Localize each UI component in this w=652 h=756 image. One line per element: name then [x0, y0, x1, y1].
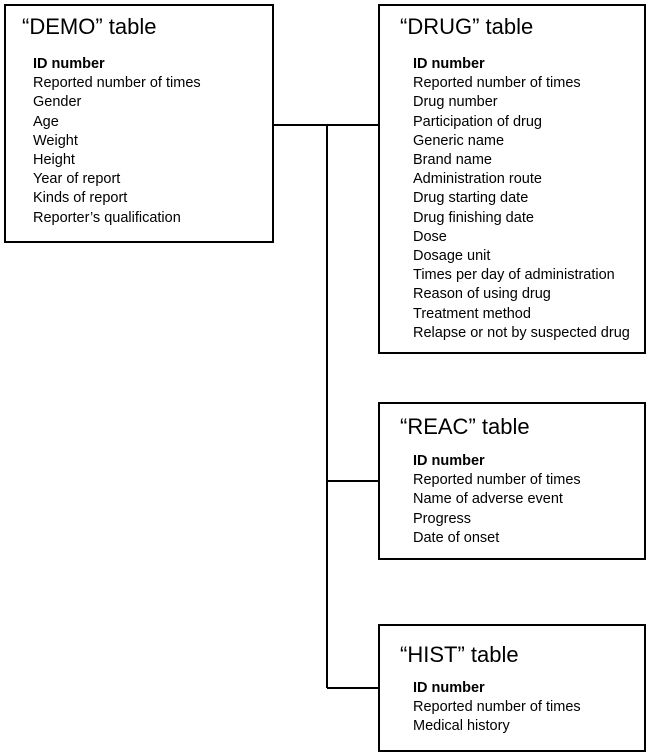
drug-field-list: ID number Reported number of times Drug … — [413, 55, 630, 343]
demo-field-list: ID number Reported number of times Gende… — [33, 55, 201, 228]
field-item: Drug number — [413, 94, 498, 111]
field-item: Treatment method — [413, 305, 531, 322]
reac-field-list: ID number Reported number of times Name … — [413, 452, 581, 548]
field-item: Weight — [33, 132, 78, 149]
field-item: Brand name — [413, 152, 492, 169]
field-item: Drug starting date — [413, 190, 529, 207]
field-item: Name of adverse event — [413, 491, 563, 508]
field-item: Age — [33, 113, 59, 130]
drug-table-title: “DRUG” table — [400, 14, 534, 39]
field-item: Dose — [413, 228, 447, 245]
field-item: ID number — [413, 56, 485, 72]
field-item: Relapse or not by suspected drug — [413, 324, 630, 341]
field-item: Reported number of times — [413, 75, 581, 92]
field-item: Times per day of administration — [413, 267, 615, 284]
reac-table-title: “REAC” table — [400, 414, 530, 439]
hist-table-box: “HIST” table ID number Reported number o… — [378, 624, 646, 752]
field-item: Reported number of times — [33, 75, 201, 92]
field-item: Height — [33, 152, 75, 169]
field-item: Reason of using drug — [413, 286, 551, 303]
field-item: Reported number of times — [413, 699, 581, 716]
field-item: Date of onset — [413, 529, 500, 546]
field-item: ID number — [33, 56, 105, 72]
field-item: Medical history — [413, 718, 510, 735]
hist-table-title: “HIST” table — [400, 642, 519, 667]
field-item: Year of report — [33, 171, 121, 188]
field-item: Gender — [33, 94, 82, 111]
field-item: ID number — [413, 680, 485, 696]
field-item: Reported number of times — [413, 472, 581, 489]
field-item: Kinds of report — [33, 190, 128, 207]
field-item: Dosage unit — [413, 248, 491, 265]
drug-table-box: “DRUG” table ID number Reported number o… — [378, 4, 646, 354]
demo-table-title: “DEMO” table — [22, 14, 157, 39]
reac-table-box: “REAC” table ID number Reported number o… — [378, 402, 646, 560]
field-item: Generic name — [413, 132, 505, 149]
field-item: ID number — [413, 453, 485, 469]
field-item: Drug finishing date — [413, 209, 534, 226]
demo-table-box: “DEMO” table ID number Reported number o… — [4, 4, 274, 243]
hist-field-list: ID number Reported number of times Medic… — [413, 679, 581, 737]
field-item: Participation of drug — [413, 113, 542, 130]
field-item: Reporter’s qualification — [33, 209, 181, 226]
field-item: Progress — [413, 510, 472, 527]
field-item: Administration route — [413, 171, 542, 188]
